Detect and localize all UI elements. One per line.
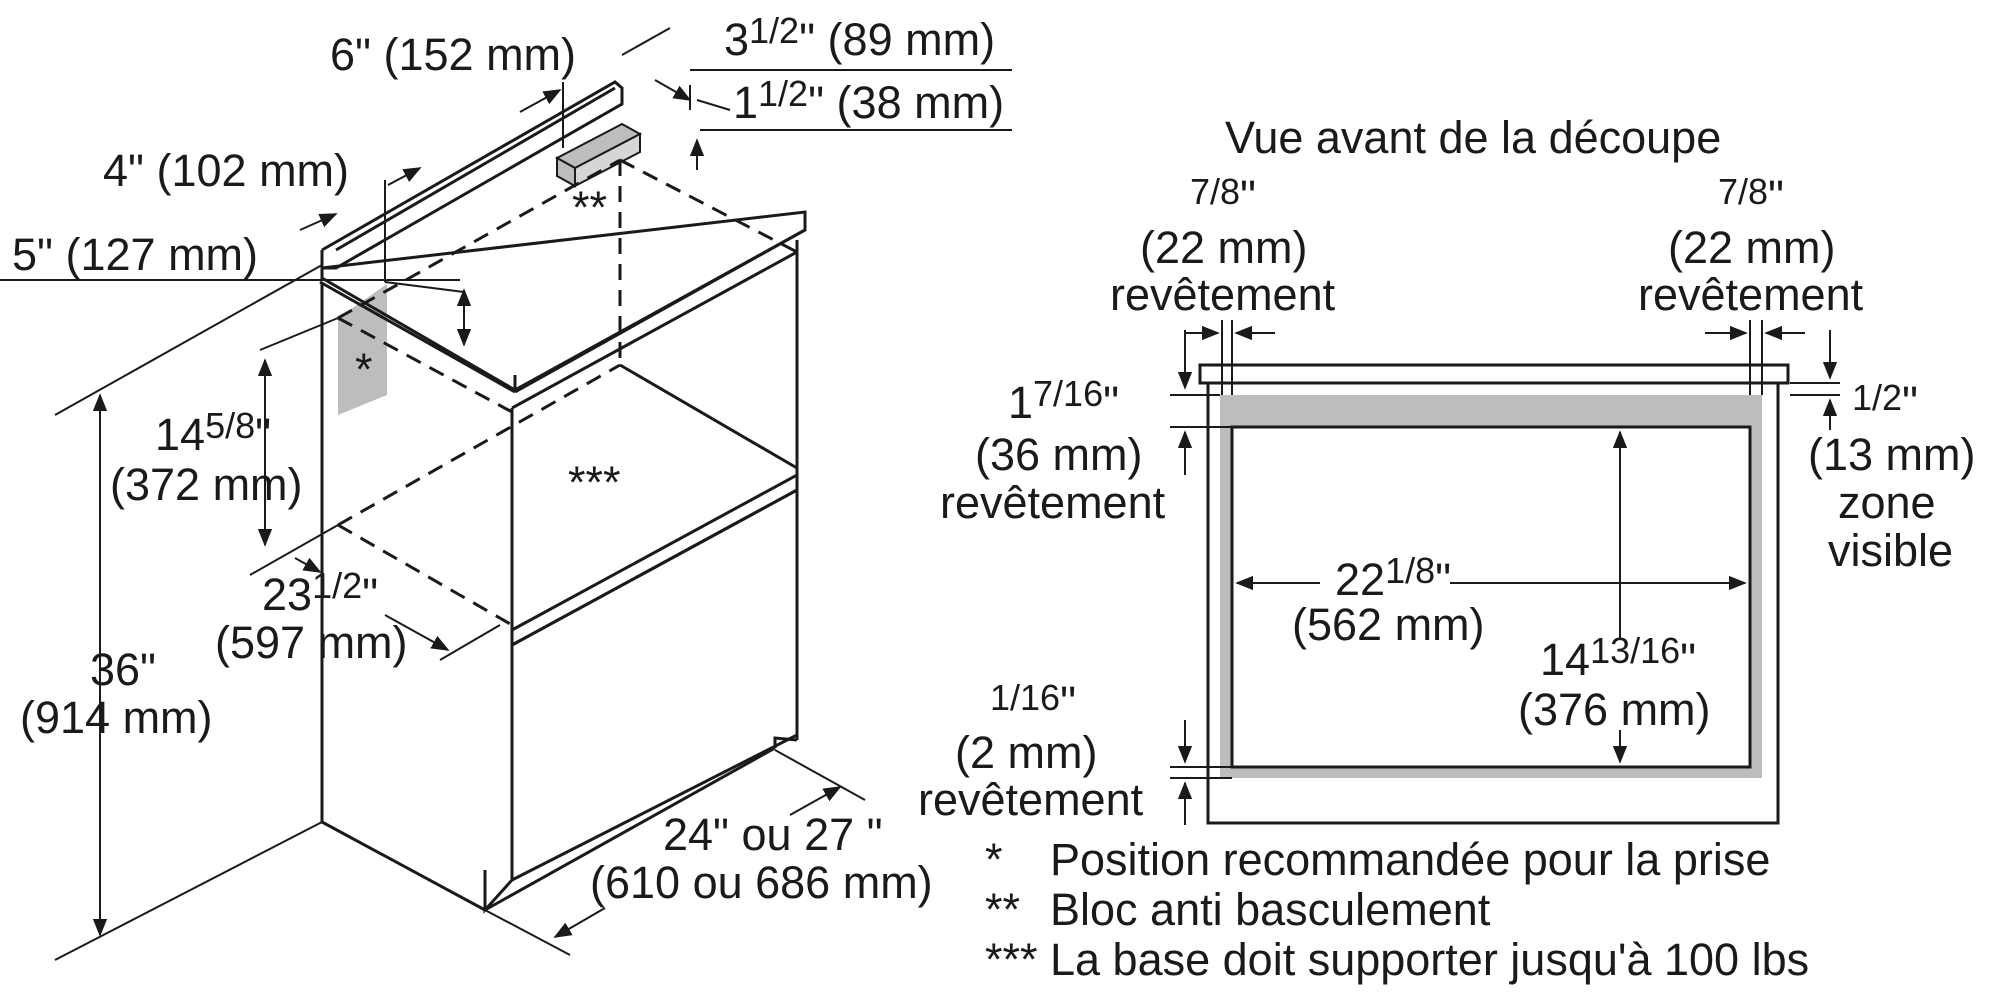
dim-5-link (384, 281, 465, 293)
dim-14-58-label: 145/8" (155, 405, 271, 460)
left-trim-mm: (22 mm) (1140, 222, 1308, 273)
dim-width-arrow-right (789, 786, 842, 816)
opening-back-bottom (337, 363, 621, 527)
dim-14-58-bottom-ext (249, 524, 339, 576)
dim-6in-label: 6" (152 mm) (330, 29, 576, 80)
backsplash-edge (335, 86, 616, 252)
dim-14-58-mm: (372 mm) (110, 459, 303, 510)
dim-width-arrow-left (553, 907, 606, 938)
dim-3-5-arrow (654, 79, 692, 101)
opening-left-top (337, 316, 513, 414)
dim-width-ext-left (484, 909, 571, 956)
outlet-mark: * (355, 344, 373, 395)
toe-kick (484, 746, 776, 912)
opening-right-top (619, 158, 798, 254)
legend-text-2: Bloc anti basculement (1050, 884, 1491, 935)
anti-tip-block-front (574, 132, 641, 188)
height-mm: (376 mm) (1518, 684, 1711, 735)
countertop-right-edge (514, 228, 806, 394)
dim-width-ext-right (774, 749, 866, 801)
visible-label-2: visible (1828, 525, 1953, 576)
dim-5-arrow (299, 213, 338, 231)
dim-23-12-label: 231/2" (262, 565, 378, 620)
drawer-top-rail (510, 472, 799, 648)
dim-1-5-leader (696, 99, 731, 111)
width-dim: 221/8" (1335, 550, 1451, 605)
cabinet-top-rail (511, 250, 798, 410)
dim-5in-label: 5" (127 mm) (12, 229, 258, 280)
legend: * Position recommandée pour la prise ** … (985, 834, 1809, 985)
opening-left-bottom (337, 523, 513, 627)
countertop-front-edge (319, 280, 516, 394)
opening-shelf-right (619, 363, 798, 470)
trim-zone-bottom (1220, 767, 1762, 778)
visible-mm: (13 mm) (1808, 429, 1976, 480)
dim-width-mm-label: (610 ou 686 mm) (590, 857, 933, 908)
top-trim-mm: (36 mm) (975, 429, 1143, 480)
dim-36-bottom-ext (54, 821, 323, 961)
right-trim-frac: 7/8" (1718, 171, 1784, 222)
legend-text-1: Position recommandée pour la prise (1050, 834, 1770, 885)
anti-tip-mark: ** (572, 182, 607, 233)
dim-4-arrow (387, 167, 422, 186)
visible-frac: 1/2" (1852, 377, 1918, 428)
front-cabinet (1206, 381, 1780, 825)
dim-width-in-label: 24" ou 27 " (663, 809, 883, 860)
dim-36-mm-label: (914 mm) (20, 692, 213, 743)
top-trim-dim: 17/16" (1008, 373, 1119, 428)
dim-14-58-top-ext (259, 317, 339, 351)
dim-23-12-mm: (597 mm) (215, 617, 408, 668)
dim-23-12-arrow-a (294, 557, 322, 573)
opening-back-top (337, 158, 621, 320)
right-trim-label: revêtement (1638, 269, 1864, 320)
right-trim-mm: (22 mm) (1668, 222, 1836, 273)
dim-3-5in-label: 31/2" (89 mm) (724, 10, 995, 65)
dim-36-top-ext (54, 264, 323, 416)
front-countertop (1198, 363, 1790, 385)
left-trim-frac: 7/8" (1190, 171, 1256, 222)
dim-6-arrow (519, 89, 562, 113)
dim-4in-label: 4" (102 mm) (103, 145, 349, 196)
legend-mark-3: *** (985, 934, 1038, 985)
legend-mark-2: ** (985, 884, 1020, 935)
dim-23-12-ext (439, 624, 501, 661)
outlet-zone (338, 284, 387, 415)
cabinet-bottom-left (321, 820, 486, 912)
dim-23-12-arrow-b (384, 614, 450, 651)
base-mark: *** (568, 457, 621, 508)
legend-mark-1: * (985, 834, 1003, 885)
legend-text-3: La base doit supporter jusqu'à 100 lbs (1050, 934, 1809, 985)
dim-1-5in-label: 11/2" (38 mm) (733, 73, 1004, 128)
cutout-opening (1230, 425, 1752, 769)
bottom-trim-mm: (2 mm) (955, 727, 1097, 778)
bottom-trim-label: revêtement (918, 774, 1144, 825)
visible-label-1: zone (1838, 477, 1936, 528)
width-mm: (562 mm) (1292, 599, 1485, 650)
dim-3-5-leader (621, 27, 671, 56)
left-trim-label: revêtement (1110, 269, 1336, 320)
bottom-trim-frac: 1/16" (990, 677, 1076, 728)
height-dim: 1413/16" (1540, 630, 1696, 685)
dim-36-in-label: 36" (90, 644, 156, 695)
drawer-front (510, 487, 799, 883)
cabinet-isometric-view (0, 27, 1012, 961)
cutout-front-view (1170, 320, 1840, 825)
front-view-title: Vue avant de la découpe (1225, 112, 1721, 163)
top-trim-label: revêtement (940, 477, 1166, 528)
